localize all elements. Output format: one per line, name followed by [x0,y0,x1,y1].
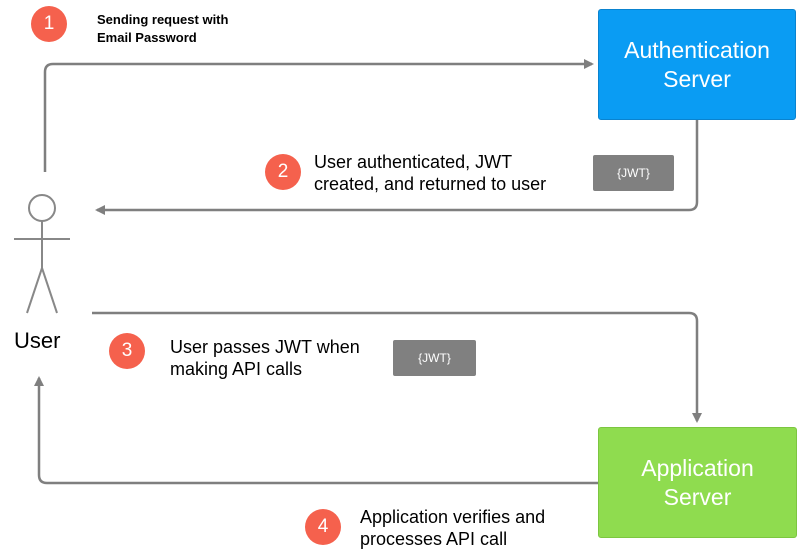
user-actor-icon [14,194,70,314]
arrow-request-to-auth [43,59,594,172]
step-4-text: Application verifies and processes API c… [360,506,545,550]
arrow-jwt-to-user [95,120,699,215]
application-server-label-line2: Server [663,483,732,510]
step-1-badge: 1 [31,6,67,42]
step-3-badge: 3 [109,333,145,369]
authentication-server-label-line2: Server [663,65,731,92]
step-4-badge: 4 [305,509,341,545]
step-2-badge: 2 [265,154,301,190]
jwt-token-badge-step-2: {JWT} [593,155,674,191]
step-1-text: Sending request with Email Password [97,11,228,47]
arrow-response-to-user [34,376,598,485]
application-server-label-line1: Application [641,454,754,481]
step-2-text-line1: User authenticated, JWT [314,152,513,172]
step-1-text-line2: Email Password [97,30,197,45]
step-3-text: User passes JWT when making API calls [170,336,360,380]
step-1-text-line1: Sending request with [97,12,229,27]
arrow-api-call-to-app [92,311,702,423]
authentication-server-label-line1: Authentication [624,36,770,63]
step-2-text-line2: created, and returned to user [314,174,547,194]
user-label: User [14,328,61,353]
step-4-text-line2: processes API call [360,529,508,549]
step-3-text-line2: making API calls [170,359,303,379]
jwt-token-badge-step-3: {JWT} [393,340,476,376]
application-server: Application Server [598,427,797,538]
step-3-text-line1: User passes JWT when [170,337,360,357]
authentication-server: Authentication Server [598,9,796,120]
step-2-text: User authenticated, JWT created, and ret… [314,151,546,195]
step-4-text-line1: Application verifies and [360,507,546,527]
